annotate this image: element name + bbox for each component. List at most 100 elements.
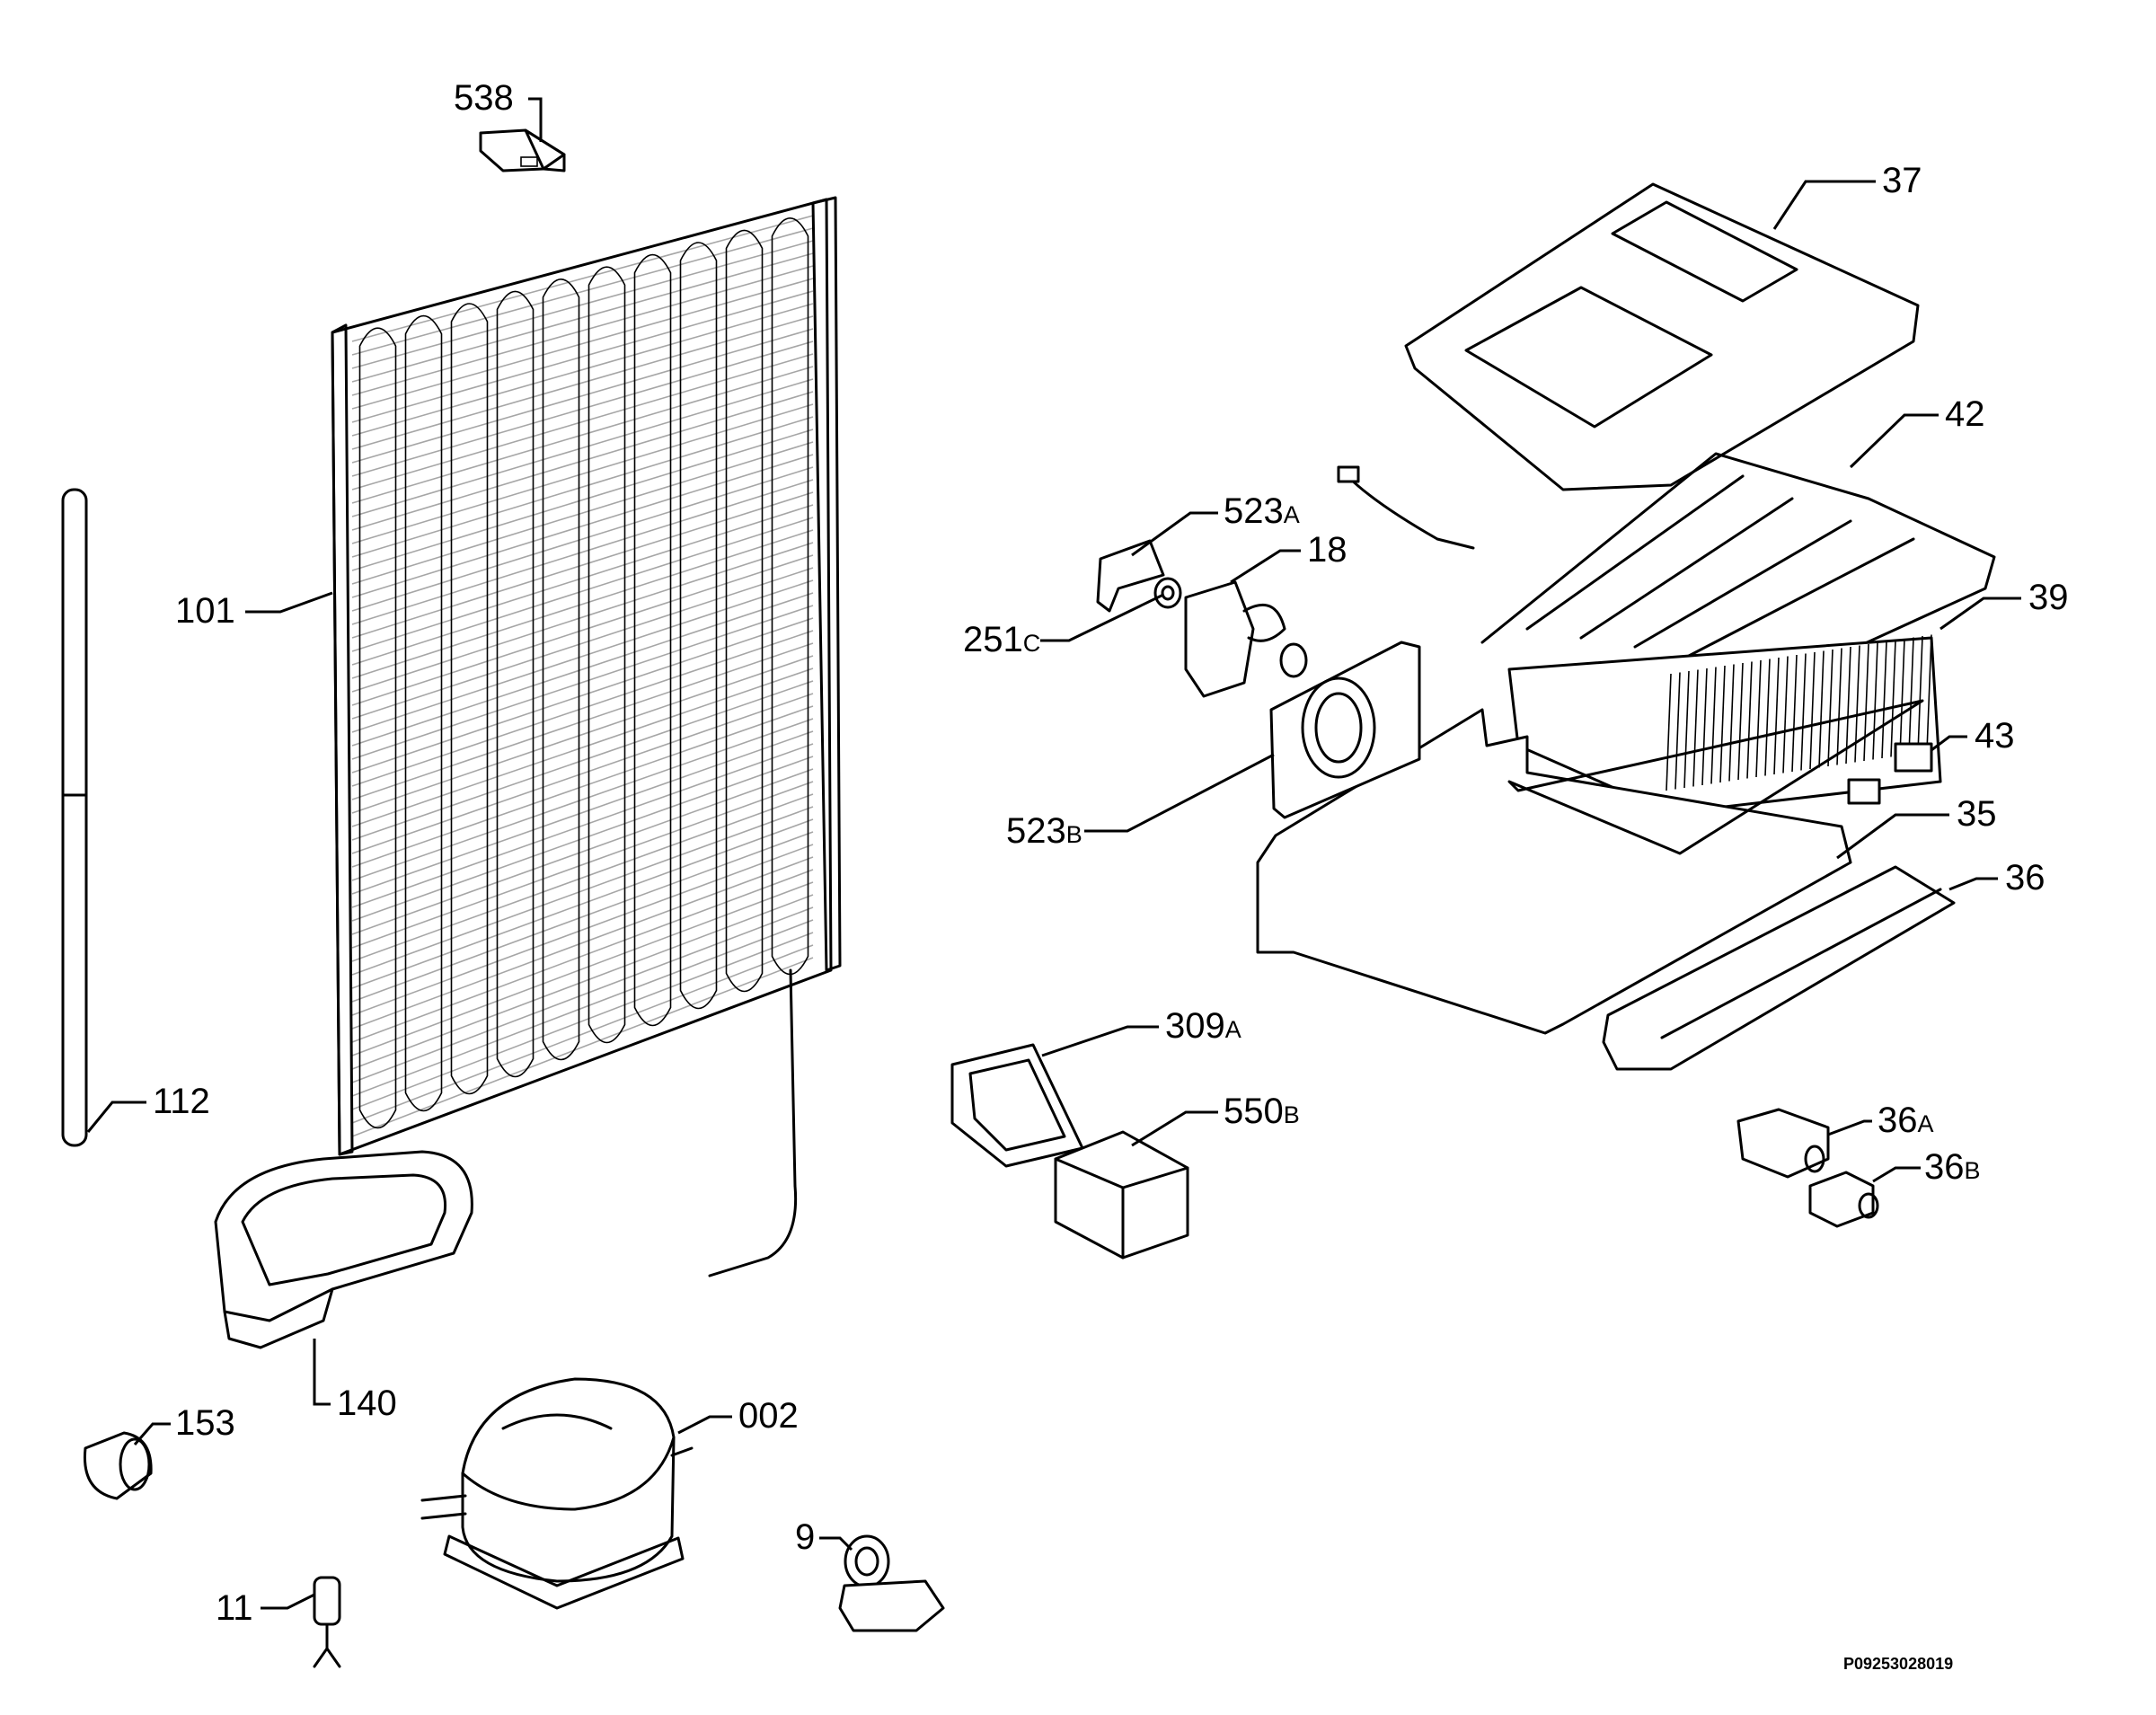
part-18-fan-motor [1184, 580, 1308, 698]
condenser-tube-loop [358, 327, 397, 1129]
condenser-wire [351, 869, 814, 1043]
condenser-wire [351, 403, 814, 544]
part-101-condenser [331, 196, 842, 1277]
condenser-wire [351, 592, 814, 747]
evaporator-fin [1890, 640, 1896, 757]
label-43: 43 [1975, 716, 2015, 756]
label-36: 36 [2005, 858, 2046, 897]
condenser-tube-loop [542, 278, 580, 1061]
part-43-blocks [1847, 742, 1933, 805]
condenser-wire [351, 554, 814, 706]
condenser-wire [351, 227, 814, 356]
evaporator-fin [1737, 662, 1744, 781]
part-002-compressor [420, 1377, 694, 1610]
evaporator-fin [1863, 643, 1869, 762]
part-309a-frame [950, 1043, 1084, 1168]
condenser-wire [351, 529, 814, 679]
evaporator-fin [1710, 667, 1717, 784]
condenser-wire [351, 517, 814, 666]
condenser-wire [351, 353, 814, 491]
condenser-tube-loop [588, 266, 626, 1044]
condenser-wire [351, 278, 814, 410]
part-11-valve [313, 1576, 341, 1668]
condenser-wire [351, 429, 814, 571]
part-36b-switch [1808, 1171, 1879, 1228]
condenser-tube-loop [404, 315, 443, 1112]
part-140-drip-tray [214, 1150, 473, 1349]
evaporator-fin [1845, 646, 1851, 765]
part-112-tube [61, 488, 88, 1147]
condenser-wire [351, 466, 814, 612]
condenser-wire [351, 667, 814, 827]
evaporator-fin [1701, 667, 1708, 786]
condenser-wire [351, 617, 814, 774]
condenser-tube-loop [633, 254, 672, 1027]
part-538-clip [479, 128, 566, 172]
evaporator-fin [1881, 641, 1887, 759]
condenser-wire [351, 579, 814, 733]
condenser-tube-loop [450, 303, 489, 1095]
condenser-wire [351, 730, 814, 895]
condenser-wire [351, 680, 814, 841]
condenser-wire [351, 378, 814, 517]
condenser-wire [351, 844, 814, 1016]
part-251c-grommet [1153, 577, 1182, 609]
drawing-code: P09253028019 [1843, 1655, 1954, 1673]
condenser-wire [351, 605, 814, 760]
condenser-wire [351, 705, 814, 868]
evaporator-fin [1827, 649, 1833, 767]
condenser-wire [351, 491, 814, 639]
evaporator-fin [1692, 669, 1699, 787]
condenser-wire [351, 479, 814, 625]
condenser-tube-loop [496, 290, 535, 1078]
label-37: 37 [1882, 161, 1922, 200]
label-39: 39 [2028, 578, 2069, 617]
condenser-wire [351, 265, 814, 396]
part-550b-capacitor [1054, 1130, 1189, 1260]
condenser-tube-loop [679, 242, 718, 1010]
part-153-bushing [83, 1431, 153, 1500]
part-35-housing [1256, 699, 1924, 1035]
condenser-wire [351, 303, 814, 437]
condenser-wire [351, 504, 814, 652]
label-42: 42 [1945, 394, 1985, 434]
condenser-wire [351, 315, 814, 450]
evaporator-fin [1809, 651, 1816, 770]
label-523a: 523A [1224, 491, 1300, 531]
evaporator-fin [1728, 664, 1735, 782]
evaporator-fin [1818, 650, 1825, 768]
part-36a-switch [1736, 1108, 1830, 1179]
evaporator-fin [1917, 635, 1923, 754]
condenser-wire [351, 567, 814, 720]
label-002: 002 [738, 1396, 799, 1436]
condenser-wire [351, 391, 814, 531]
condenser-wire [351, 768, 814, 935]
label-101: 101 [175, 591, 235, 631]
part-42-heater [1337, 452, 1996, 685]
condenser-wire [351, 240, 814, 369]
condenser-wire [351, 894, 814, 1070]
label-140: 140 [337, 1383, 397, 1423]
evaporator-fin [1746, 661, 1753, 779]
label-9: 9 [795, 1517, 816, 1557]
label-251c: 251C [963, 620, 1041, 659]
label-523b: 523B [1006, 811, 1082, 851]
condenser-wire [351, 252, 814, 383]
evaporator-fin [1899, 638, 1905, 756]
condenser-wire [351, 340, 814, 477]
part-37-cover [1404, 182, 1920, 491]
evaporator-fin [1836, 648, 1842, 765]
evaporator-fin [1926, 634, 1932, 752]
evaporator-fin [1782, 656, 1789, 774]
label-550b: 550B [1224, 1092, 1300, 1131]
condenser-wire [351, 957, 814, 1137]
evaporator-fin [1791, 654, 1798, 773]
condenser-tube-loop [771, 217, 809, 976]
label-112: 112 [153, 1082, 210, 1121]
condenser-wire [351, 881, 814, 1056]
condenser-wire [351, 743, 814, 908]
label-153: 153 [175, 1403, 235, 1443]
condenser-wire [351, 215, 814, 342]
label-18: 18 [1307, 530, 1348, 570]
label-11: 11 [216, 1588, 253, 1628]
